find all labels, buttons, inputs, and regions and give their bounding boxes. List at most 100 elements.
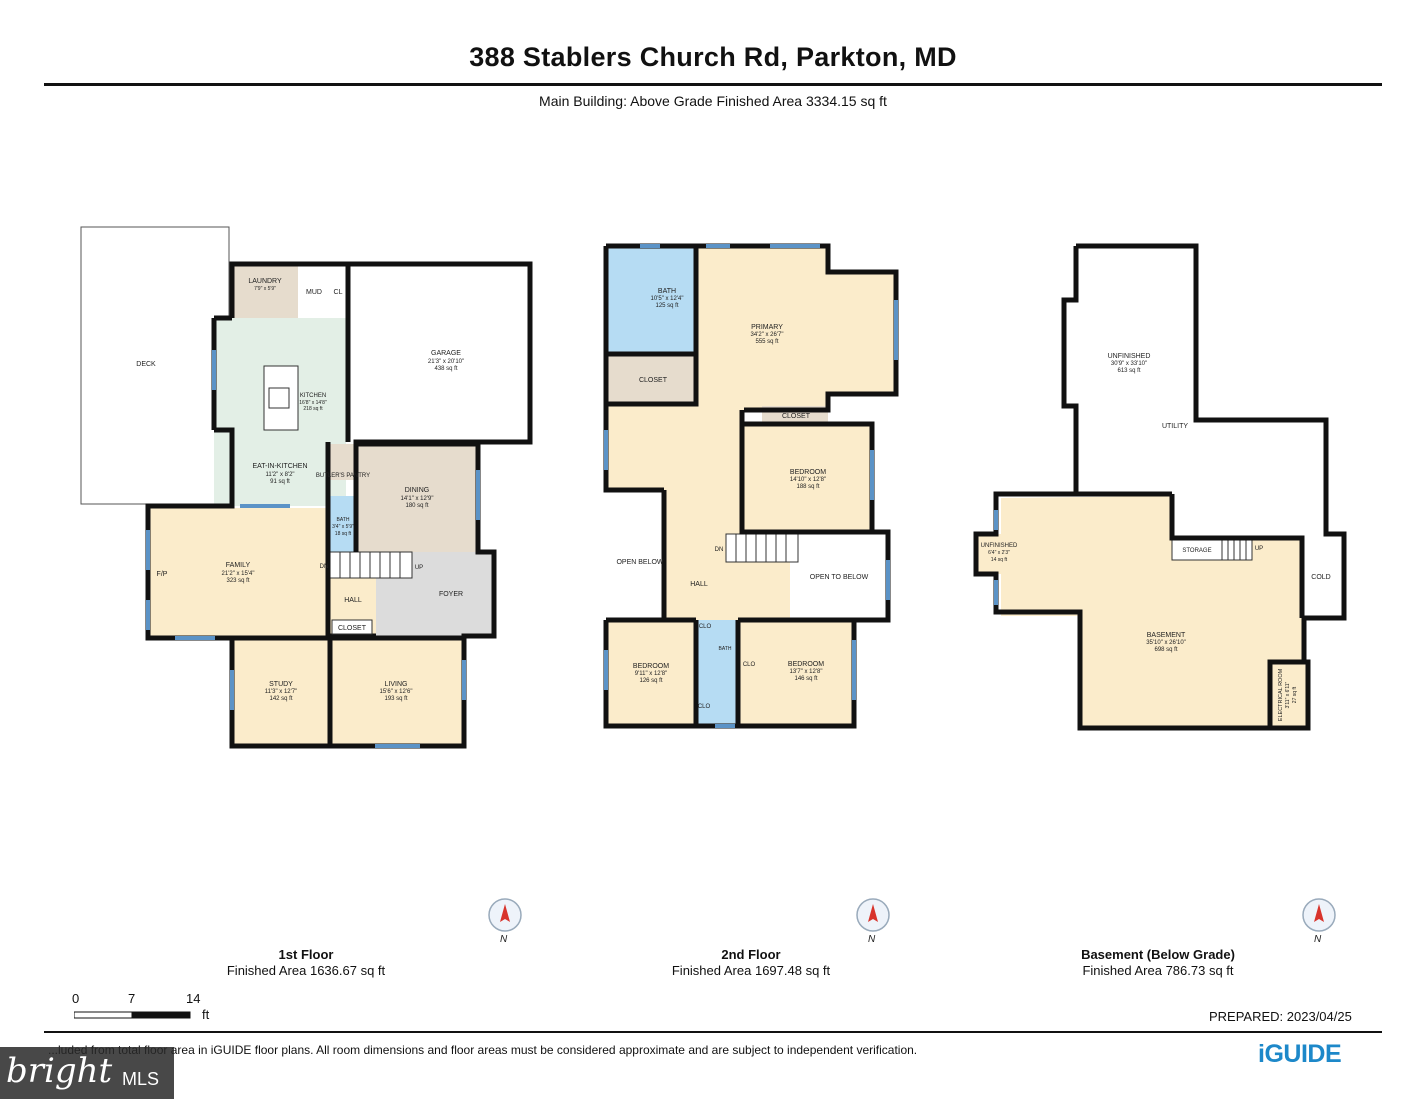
label-unfinished-small-dim: 6'4" x 2'3" [988, 550, 1010, 556]
label-open-to-below: OPEN TO BELOW [810, 574, 869, 581]
floor-2-plan: BATH 10'5" x 12'4" 125 sq ft PRIMARY 34'… [603, 243, 899, 729]
floor-1-name: 1st Floor [278, 947, 334, 962]
scale-tick-0: 0 [72, 991, 80, 1006]
label-cl: CL [334, 289, 343, 296]
label-up-b: UP [1255, 546, 1263, 552]
floor-1-caption: 1st Floor Finished Area 1636.67 sq ft [156, 947, 456, 979]
stairs-2 [725, 533, 799, 563]
bedroom-left-room [606, 620, 696, 726]
disclaimer-text: ...luded from total floor area in iGUIDE… [48, 1043, 918, 1057]
cold-room [1304, 534, 1344, 618]
label-kitchen-area: 218 sq ft [303, 406, 323, 412]
bright-mls-watermark: bright MLS [0, 1047, 174, 1099]
label-open-below: OPEN BELOW [616, 559, 663, 566]
label-dining: DINING [405, 487, 430, 494]
garage-room [348, 266, 530, 442]
electrical-label-group: ELECTRICAL ROOM 3'11" x 6'11" 27 sq ft [1278, 668, 1298, 721]
label-bath-main-area: 125 sq ft [655, 303, 678, 309]
laundry-room [232, 266, 298, 318]
page-subtitle: Main Building: Above Grade Finished Area… [539, 93, 887, 109]
label-clo-2: CLO [698, 704, 711, 710]
label-hall: HALL [344, 597, 362, 604]
top-rule [44, 83, 1382, 86]
label-dn: DN [320, 564, 329, 570]
label-bath-main-dim: 10'5" x 12'4" [651, 296, 684, 302]
label-butlers-pantry: BUTLER'S PANTRY [316, 473, 370, 479]
label-living: LIVING [385, 681, 408, 688]
mud-room [298, 266, 348, 318]
label-primary-dim: 34'2" x 26'7" [751, 332, 784, 338]
label-closet-mid: CLOSET [782, 413, 811, 420]
label-basement-area: 698 sq ft [1154, 647, 1177, 653]
bedroom-mid-room [744, 424, 872, 532]
basement-name: Basement (Below Grade) [1081, 947, 1235, 962]
closet-1 [331, 619, 373, 635]
label-study: STUDY [269, 681, 293, 688]
label-kitchen: KITCHEN [300, 393, 326, 399]
label-laundry: LAUNDRY [248, 278, 282, 285]
label-garage-area: 438 sq ft [434, 366, 457, 372]
label-unfinished-small-area: 14 sq ft [991, 557, 1008, 563]
label-bedroom-mid: BEDROOM [790, 469, 826, 476]
compass-icon: N [1302, 898, 1336, 945]
prepared-date: PREPARED: 2023/04/25 [1209, 1009, 1352, 1024]
label-living-dim: 15'6" x 12'6" [380, 689, 413, 695]
label-bedroom-left-dim: 9'11" x 12'8" [635, 671, 667, 677]
label-primary-area: 555 sq ft [755, 339, 778, 345]
floor-1-walls [145, 261, 533, 749]
closet-left-room [608, 354, 696, 404]
label-eat-in-kitchen-area: 91 sq ft [270, 479, 290, 485]
deck-area [80, 226, 230, 505]
compass-n: N [1314, 934, 1322, 944]
floor-2-walls [603, 243, 899, 729]
label-electrical-area: 27 sq ft [1292, 686, 1298, 703]
cooktop [268, 387, 290, 409]
basement-plan: UNFINISHED 30'9" x 33'10" 613 sq ft UTIL… [973, 243, 1347, 731]
label-kitchen-dim: 16'8" x 14'8" [299, 400, 327, 406]
label-unfinished-main-area: 613 sq ft [1117, 368, 1140, 374]
label-dining-area: 180 sq ft [405, 503, 428, 509]
label-bath-dim: 3'4" x 5'9" [332, 524, 354, 530]
scale-unit: ft [202, 1007, 210, 1022]
label-basement-dim: 35'10" x 26'10" [1146, 640, 1186, 646]
label-electrical: ELECTRICAL ROOM [1278, 668, 1284, 721]
floor-1-windows [146, 350, 480, 748]
study-room [232, 638, 328, 746]
unfinished-small-room [976, 534, 1002, 574]
label-deck: DECK [136, 361, 156, 368]
label-clo-1: CLO [699, 624, 712, 630]
label-family-area: 323 sq ft [226, 578, 249, 584]
label-bedroom-right-dim: 13'7" x 12'8" [790, 669, 823, 675]
label-unfinished-main-dim: 30'9" x 33'10" [1111, 361, 1147, 367]
label-family: FAMILY [226, 562, 251, 569]
label-laundry-dim: 7'9" x 5'9" [254, 286, 276, 292]
floor-2-caption: 2nd Floor Finished Area 1697.48 sq ft [601, 947, 901, 979]
compass-icon: N [856, 898, 890, 945]
label-garage: GARAGE [431, 350, 461, 357]
label-bath-main: BATH [658, 288, 676, 295]
label-study-dim: 11'3" x 12'7" [265, 689, 297, 695]
iguide-logo-text: iGUIDE [1258, 1040, 1342, 1068]
floor-2-windows [604, 244, 898, 728]
label-basement: BASEMENT [1147, 632, 1186, 639]
label-closet: CLOSET [338, 625, 367, 632]
compass-n: N [868, 934, 876, 944]
label-hall-2: HALL [690, 581, 708, 588]
label-family-dim: 21'2" x 15'4" [222, 571, 255, 577]
page-title: 388 Stablers Church Rd, Parkton, MD [469, 42, 957, 72]
watermark-brand: bright [6, 1051, 113, 1091]
living-room [330, 638, 464, 746]
label-fireplace: F/P [157, 571, 168, 578]
scale-tick-14: 14 [186, 991, 201, 1006]
bedroom-right-room [738, 620, 854, 726]
label-up: UP [415, 565, 423, 571]
label-bedroom-mid-dim: 14'10" x 12'8" [790, 477, 826, 483]
label-eat-in-kitchen: EAT-IN-KITCHEN [252, 463, 307, 470]
compass-icon: N [488, 898, 522, 945]
floor-2-name: 2nd Floor [721, 947, 781, 962]
label-unfinished-small: UNFINISHED [981, 543, 1018, 549]
dining-room [356, 444, 478, 552]
label-clo-3: CLO [743, 662, 756, 668]
label-bedroom-right-area: 146 sq ft [794, 676, 817, 682]
